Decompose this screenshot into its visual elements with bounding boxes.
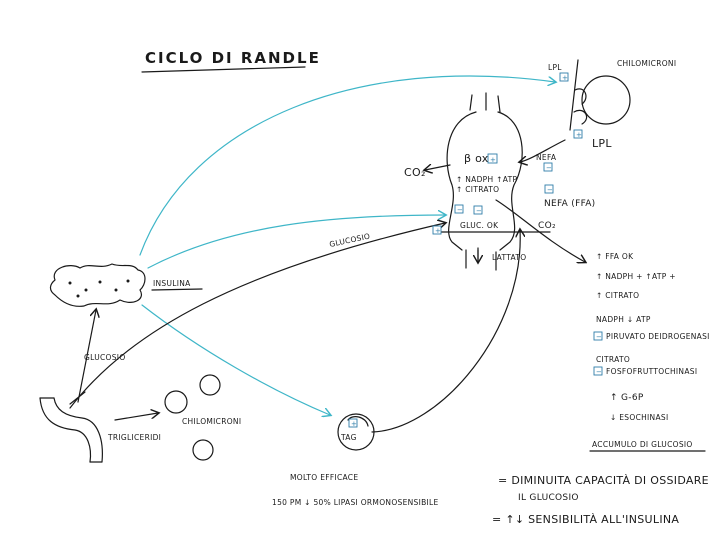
adipocyte-circle [337, 413, 375, 451]
pancreas-shape [49, 263, 146, 307]
trigliceridi-label: TRIGLICERIDI [107, 433, 161, 442]
conclusion-line-2: IL GLUCOSIO [518, 493, 579, 503]
nefa-ffa-label: NEFA (FFA) [544, 199, 596, 209]
chylomicron-ball [164, 390, 188, 414]
pancreas-dot [126, 279, 130, 283]
molto-efficace-label: MOLTO EFFICACE [290, 473, 358, 482]
gut-outline-a [39, 397, 92, 463]
arrow-glucose-to-muscle [69, 223, 445, 409]
effect-nadph-atp: ↑ NADPH + ↑ATP + [596, 272, 676, 281]
chylomicron-circle [581, 75, 631, 125]
chilomicroni-mid-label: CHILOMICRONI [182, 417, 241, 426]
insulina-label: INSULINA [153, 279, 191, 288]
effect-fosfofrutto: FOSFOFRUTTOCHINASI [606, 367, 697, 376]
box-plus-adipocyte: + [348, 418, 358, 428]
box-minus-pfk: − [593, 366, 603, 376]
svg-text:−: − [546, 164, 552, 172]
box-minus-nefa-ffa: − [544, 184, 554, 194]
svg-text:−: − [547, 186, 553, 194]
box-minus-nefa: − [543, 162, 553, 172]
lpl-label: LPL [592, 137, 612, 150]
effect-g6p: ↑ G-6P [610, 393, 644, 403]
beta-ox-label: β ox [464, 152, 489, 165]
vessel-wall [569, 59, 579, 131]
chylomicron-ball [199, 374, 221, 396]
box-minus-cell-b: − [473, 205, 483, 215]
effect-citrato-2: CITRATO [596, 355, 630, 364]
blue-arrow-to-adipocyte [141, 304, 330, 415]
box-plus-glucose-entry: + [432, 225, 442, 235]
effect-esochinasi: ↓ ESOCHINASI [610, 413, 668, 422]
arrow-glucose-to-pancreas [77, 310, 96, 403]
svg-text:−: − [457, 206, 463, 214]
arrow-glucose-stem [69, 391, 86, 405]
cell-top-strands [469, 92, 501, 113]
blue-arrow-to-chylomicron [139, 75, 555, 256]
effect-ffa-ok: ↑ FFA OK [596, 252, 634, 261]
svg-text:+: + [562, 74, 568, 82]
arrow-to-chylomicrons [114, 413, 158, 421]
pancreas-dot [84, 288, 88, 292]
lattato-label: LATTATO [492, 253, 526, 262]
title-underline [141, 66, 306, 73]
pancreas-dot [76, 294, 80, 298]
page-title: CICLO DI RANDLE [145, 49, 321, 67]
svg-text:+: + [490, 156, 496, 164]
nadph-atp-label: ↑ NADPH ↑ATP [456, 175, 517, 184]
chilomicroni-top-label: CHILOMICRONI [617, 59, 676, 68]
bottom-note-label: 150 PM ↓ 50% LIPASI ORMONOSENSIBILE [272, 498, 439, 507]
co2-left-label: CO₂ [404, 166, 426, 179]
arrow-to-effects [495, 199, 585, 262]
glucosio-left-label: GLUCOSIO [84, 353, 126, 362]
gut-outline-b [53, 397, 103, 463]
pancreas-dot [114, 288, 118, 292]
nefa-label: NEFA [536, 153, 557, 162]
blue-arrow-to-muscle [147, 215, 445, 269]
lpl-small-label: LPL [548, 63, 562, 72]
chylomicron-ball [192, 439, 214, 461]
svg-text:−: − [476, 207, 482, 215]
glucosio-mid-label: GLUCOSIO [329, 232, 371, 249]
conclusion-line-1: = DIMINUITA CAPACITÀ DI OSSIDARE [498, 474, 709, 487]
glucosio-ok-label: GLUC. OK [460, 221, 499, 230]
effect-piruvato: PIRUVATO DEIDROGENASI [606, 332, 710, 341]
arrow-lpl-to-muscle [520, 139, 566, 162]
chylomicron-attachments [573, 88, 588, 125]
svg-text:+: + [435, 227, 441, 235]
effect-nadph-atp-2: NADPH ↓ ATP [596, 315, 651, 324]
box-minus-cell-a: − [454, 204, 464, 214]
gut-ends [39, 397, 103, 463]
pancreas-dot [68, 281, 72, 285]
svg-text:+: + [576, 131, 582, 139]
box-plus-lpl-2: + [573, 129, 583, 139]
tag-label: TAG [340, 433, 357, 442]
pancreas-dot [98, 280, 102, 284]
svg-text:+: + [351, 420, 357, 428]
citrato-up-label: ↑ CITRATO [456, 185, 499, 194]
effect-citrato: ↑ CITRATO [596, 291, 639, 300]
conclusion-line-3: = ↑↓ SENSIBILITÀ ALL'INSULINA [492, 513, 679, 526]
arrow-co2-left [425, 165, 451, 170]
co2-right-label: CO₂ [538, 221, 556, 231]
box-minus-pdh: − [593, 331, 603, 341]
svg-text:−: − [596, 368, 602, 376]
box-plus-betaox: + [487, 153, 498, 164]
arrow-adipocyte-to-nefa [371, 230, 520, 433]
effect-accumulo: ACCUMULO DI GLUCOSIO [592, 440, 693, 449]
insulina-underline [151, 288, 203, 291]
cell-bottom-strands [465, 249, 497, 271]
svg-text:−: − [596, 333, 602, 341]
box-plus-lpl: + [559, 72, 569, 82]
